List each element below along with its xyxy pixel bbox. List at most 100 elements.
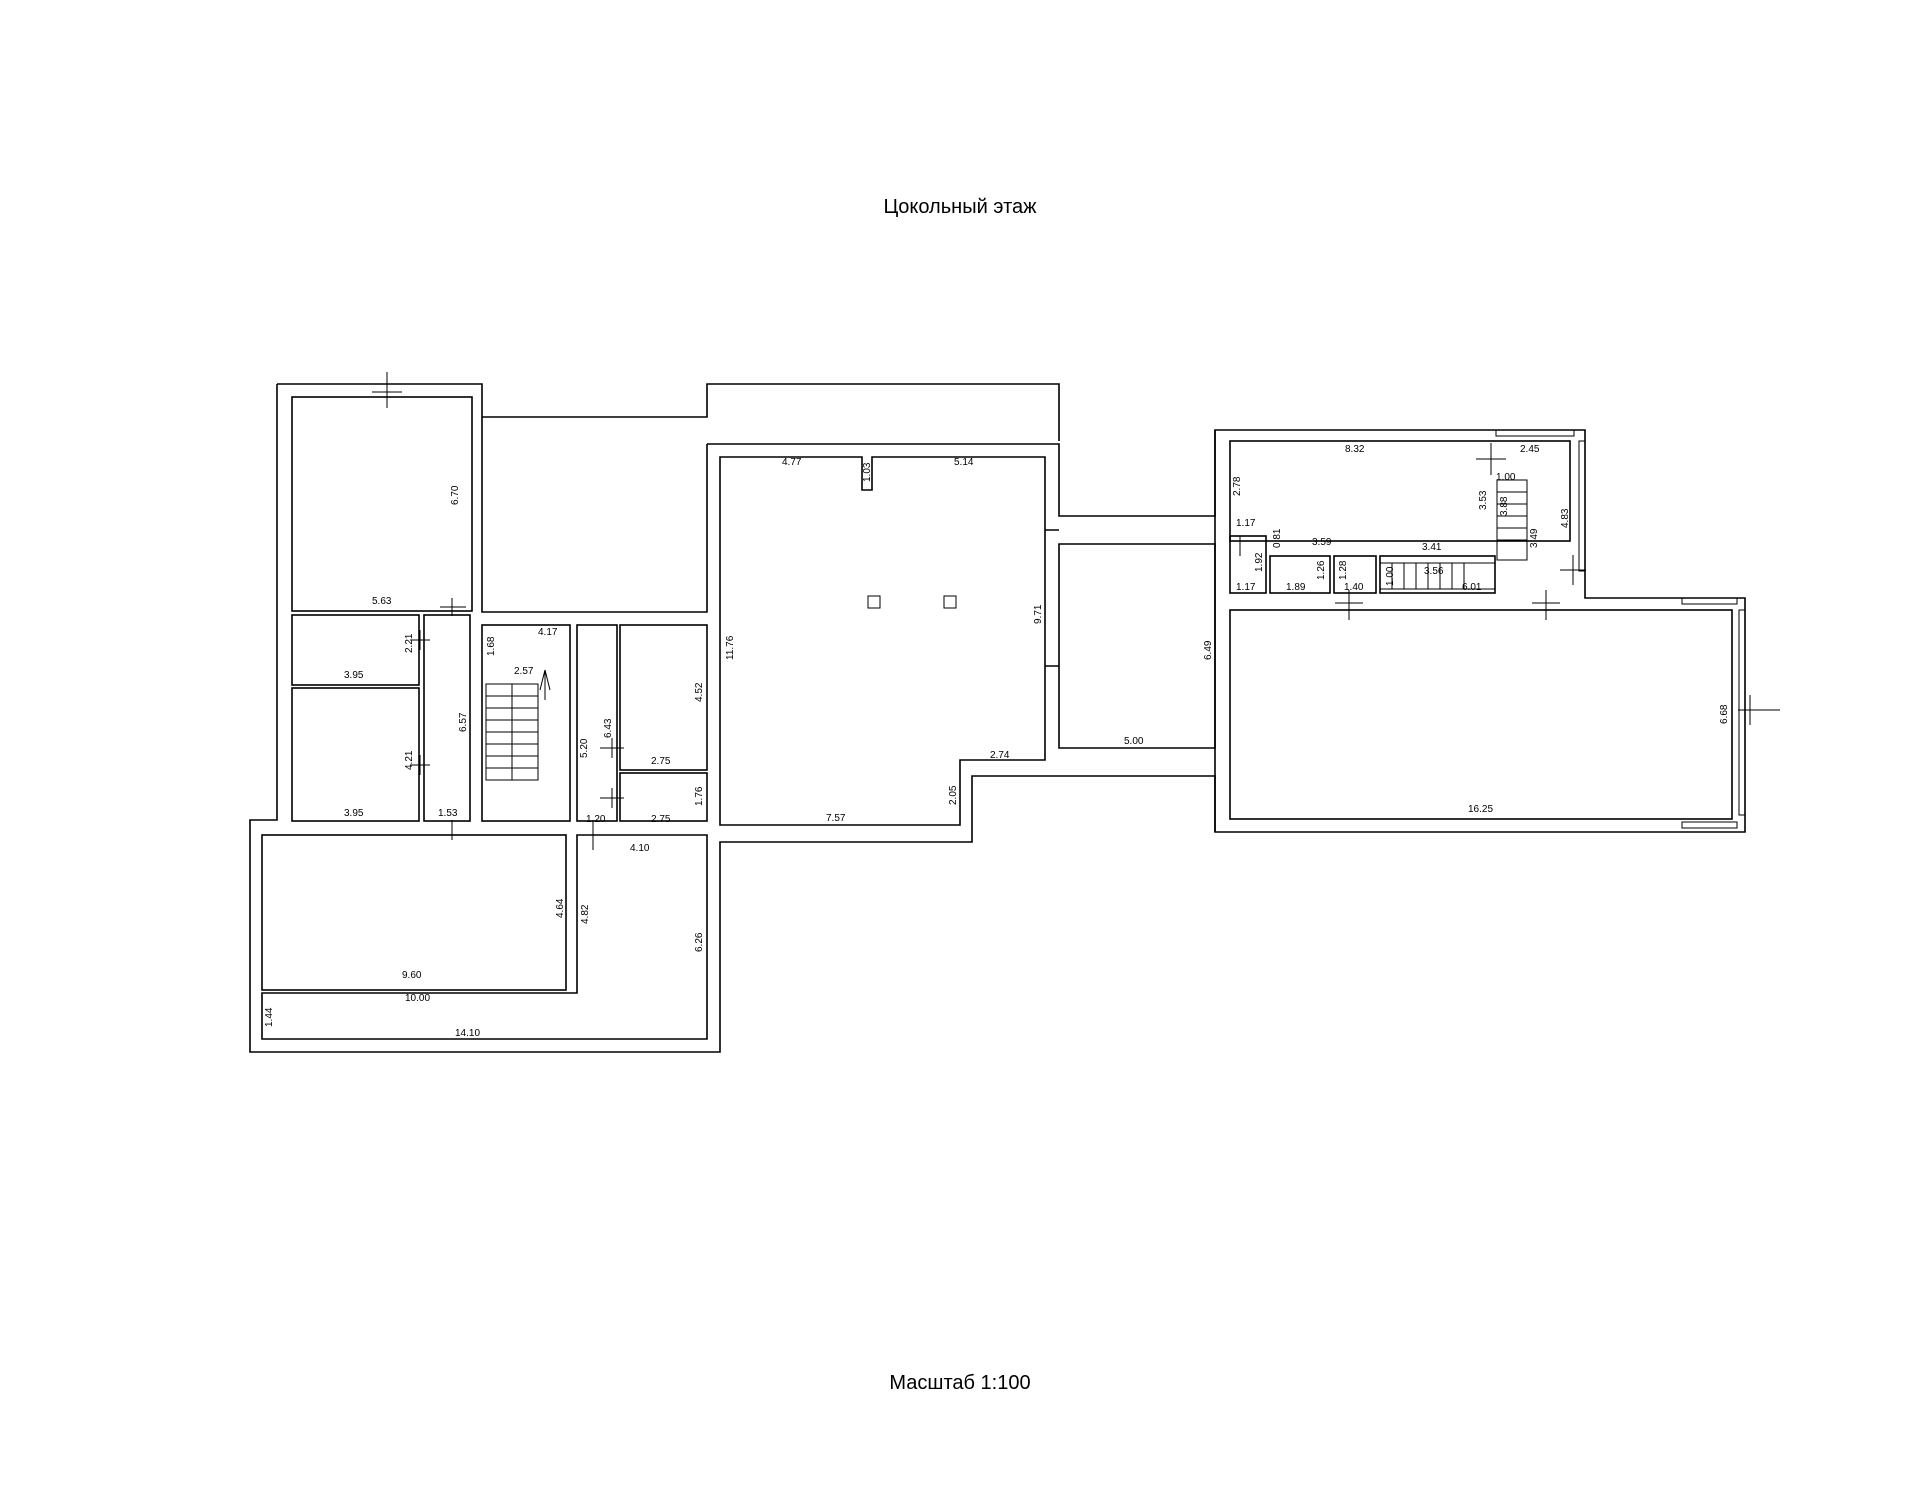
dim-label: 1.92 bbox=[1254, 552, 1265, 572]
room-lower-big bbox=[261, 834, 567, 991]
dim-label: 6.68 bbox=[1719, 704, 1730, 724]
dim-label: 6.49 bbox=[1203, 640, 1214, 660]
dim-label: 1.00 bbox=[1496, 472, 1516, 483]
connector-outer bbox=[1045, 529, 1059, 667]
dim-label: 3.49 bbox=[1529, 528, 1540, 548]
stair-room bbox=[481, 624, 571, 822]
dim-label: 4.82 bbox=[580, 904, 591, 924]
dim-label: 0.81 bbox=[1272, 528, 1283, 548]
room-bottom-strip bbox=[261, 834, 708, 1040]
connector-room bbox=[1058, 543, 1216, 749]
door-markers bbox=[372, 372, 1780, 850]
main-hall-outline bbox=[719, 456, 1046, 826]
service-room-1 bbox=[1229, 535, 1267, 594]
outer-wall-left bbox=[277, 383, 1060, 441]
dim-label: 6.26 bbox=[694, 932, 705, 952]
dim-label: 1.68 bbox=[486, 636, 497, 656]
dim-label: 7.57 bbox=[826, 813, 846, 824]
stairs-left bbox=[485, 669, 551, 781]
window-big-top bbox=[1681, 597, 1738, 605]
dim-label: 1.44 bbox=[264, 1007, 275, 1027]
dim-label: 3.53 bbox=[1478, 490, 1489, 510]
dim-label: 4.64 bbox=[555, 898, 566, 918]
dim-label: 6.57 bbox=[458, 712, 469, 732]
outer-wall-bottom-left bbox=[249, 384, 1216, 1053]
dim-label: 2.74 bbox=[990, 750, 1010, 761]
column-2 bbox=[943, 595, 957, 609]
dim-label: 1.17 bbox=[1236, 518, 1256, 529]
dimension-labels: 6.70 5.63 2.21 3.95 6.57 4.21 3.95 1.53 … bbox=[264, 444, 1730, 1039]
dim-label: 2.75 bbox=[651, 756, 671, 767]
stairs-right bbox=[1379, 479, 1528, 590]
corridor-upper bbox=[481, 417, 708, 613]
dim-label: 1.00 bbox=[1385, 566, 1396, 586]
dim-label: 6.01 bbox=[1462, 582, 1482, 593]
dim-label: 4.83 bbox=[1560, 508, 1571, 528]
dim-label: 9.71 bbox=[1033, 604, 1044, 624]
dim-label: 1.26 bbox=[1316, 560, 1327, 580]
dim-label: 2.57 bbox=[514, 666, 534, 677]
dim-label: 1.20 bbox=[586, 814, 606, 825]
dim-label: 6.43 bbox=[603, 718, 614, 738]
dim-label: 1.76 bbox=[694, 786, 705, 806]
dim-label: 1.28 bbox=[1338, 560, 1349, 580]
dim-label: 16.25 bbox=[1468, 804, 1493, 815]
dim-label: 9.60 bbox=[402, 970, 422, 981]
dim-label: 3.95 bbox=[344, 670, 364, 681]
dim-label: 2.75 bbox=[651, 814, 671, 825]
room-mid-1 bbox=[576, 624, 618, 822]
window-top-right bbox=[1495, 429, 1575, 437]
room-small-2 bbox=[291, 687, 420, 822]
dim-label: 14.10 bbox=[455, 1028, 480, 1039]
room-mid-2 bbox=[619, 624, 708, 771]
room-small-1 bbox=[291, 614, 420, 686]
dim-label: 5.63 bbox=[372, 596, 392, 607]
dim-label: 4.52 bbox=[694, 682, 705, 702]
dim-label: 2.05 bbox=[948, 785, 959, 805]
corridor-vertical bbox=[423, 614, 471, 822]
dim-label: 3.88 bbox=[1499, 496, 1510, 516]
service-room-2 bbox=[1269, 555, 1331, 594]
dim-label: 4.21 bbox=[404, 750, 415, 770]
dim-label: 2.45 bbox=[1520, 444, 1540, 455]
scale-label: Масштаб 1:100 bbox=[889, 1372, 1031, 1394]
dim-label: 3.95 bbox=[344, 808, 364, 819]
dim-label: 4.77 bbox=[782, 457, 802, 468]
dim-label: 11.76 bbox=[725, 635, 736, 660]
room-mid-3 bbox=[619, 772, 708, 822]
dim-label: 1.53 bbox=[438, 808, 458, 819]
right-wing-walls bbox=[1214, 429, 1746, 833]
service-room-3 bbox=[1333, 555, 1377, 594]
dim-label: 8.32 bbox=[1345, 444, 1365, 455]
dim-label: 4.10 bbox=[630, 843, 650, 854]
right-big-room bbox=[1229, 609, 1733, 820]
room-top-left bbox=[291, 396, 473, 612]
column-1 bbox=[867, 595, 881, 609]
dim-label: 6.70 bbox=[450, 485, 461, 505]
dim-label: 1.40 bbox=[1344, 582, 1364, 593]
main-hall-walls bbox=[707, 430, 1216, 826]
dim-label: 10.00 bbox=[405, 993, 430, 1004]
dim-label: 4.17 bbox=[538, 627, 558, 638]
plan-title: Цокольный этаж bbox=[883, 196, 1037, 218]
right-wing-outer bbox=[1214, 429, 1746, 833]
dim-label: 1.17 bbox=[1236, 582, 1256, 593]
dim-label: 5.14 bbox=[954, 457, 974, 468]
dim-label: 5.20 bbox=[579, 738, 590, 758]
connector-walls bbox=[1045, 529, 1216, 749]
left-wing-walls bbox=[249, 383, 1216, 1053]
dim-label: 5.00 bbox=[1124, 736, 1144, 747]
main-hall-outer bbox=[707, 430, 1216, 517]
right-top-room bbox=[1229, 440, 1571, 542]
dim-label: 3.56 bbox=[1424, 566, 1444, 577]
dim-label: 2.21 bbox=[404, 633, 415, 653]
dim-label: 3.41 bbox=[1422, 542, 1442, 553]
window-big-right bbox=[1738, 609, 1746, 816]
dim-label: 1.89 bbox=[1286, 582, 1306, 593]
window-big-bottom bbox=[1681, 821, 1738, 829]
dim-label: 3.59 bbox=[1312, 537, 1332, 548]
window-right-vertical bbox=[1578, 440, 1586, 572]
dim-label: 2.78 bbox=[1232, 476, 1243, 496]
dim-label: 1.03 bbox=[862, 462, 873, 482]
